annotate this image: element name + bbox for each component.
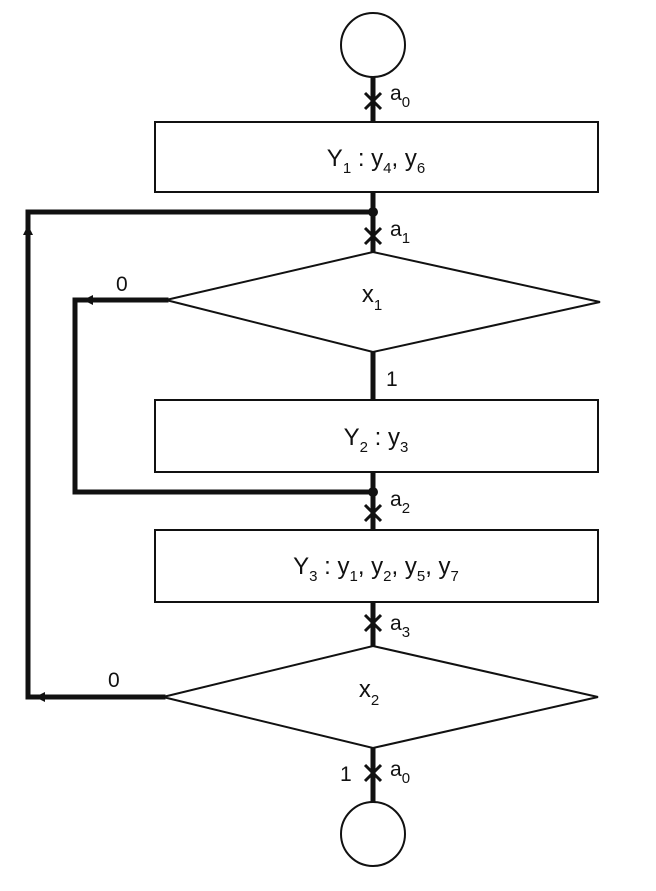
op1-signal-sub: 6 (417, 160, 425, 177)
state-mark-mid2-label: a2 (390, 488, 410, 517)
state-mark-top (363, 91, 383, 111)
condition-1-label: x1 (362, 281, 382, 314)
state-mark-mid2 (363, 503, 383, 523)
operator-block-3 (154, 529, 599, 603)
op3-comma: , (392, 553, 405, 580)
op3-signal: y (371, 553, 383, 580)
op2-signal: y (388, 424, 400, 451)
cond1-true-label: 1 (386, 368, 398, 391)
op3-signal-sub: 1 (349, 568, 357, 585)
operator-block-1-label: Y1 : y4, y6 (327, 145, 425, 177)
op1-name-sub: 1 (343, 160, 351, 177)
op1-name: Y (327, 145, 343, 172)
op3-separator: : (317, 553, 337, 580)
op1-comma: , (392, 145, 405, 172)
op2-name-sub: 2 (360, 439, 368, 456)
condition-diamond-1 (165, 250, 601, 354)
op3-signal: y (337, 553, 349, 580)
cond1-var: x (362, 281, 374, 308)
cond2-sub: 2 (371, 692, 379, 709)
op3-signal: y (439, 553, 451, 580)
operator-block-1 (154, 121, 599, 193)
op3-name: Y (293, 553, 309, 580)
op3-signal-sub: 7 (451, 568, 459, 585)
cond1-sub: 1 (374, 297, 382, 314)
state-mark-top-label: a0 (390, 82, 410, 111)
cond2-true-label: 1 (340, 763, 352, 786)
op3-name-sub: 3 (309, 568, 317, 585)
state-mark-mid1-label: a1 (390, 218, 410, 247)
state-mark-mid3 (363, 613, 383, 633)
op3-signal-sub: 5 (417, 568, 425, 585)
cond1-false-label: 0 (116, 273, 128, 296)
operator-block-2 (154, 399, 599, 473)
op3-comma: , (358, 553, 371, 580)
op1-signal: y (371, 145, 383, 172)
state-sub: 3 (402, 624, 410, 641)
op2-signal-sub: 3 (400, 439, 408, 456)
operator-block-2-label: Y2 : y3 (344, 424, 409, 456)
op1-signal: y (405, 145, 417, 172)
junction-dot (368, 207, 378, 217)
start-terminal (340, 12, 406, 78)
state-sub: 2 (402, 500, 410, 517)
state-mark-bottom-label: a0 (390, 758, 410, 787)
state-var: a (390, 218, 402, 241)
condition-2-label: x2 (359, 676, 379, 709)
condition-diamond-2 (162, 644, 599, 750)
state-mark-bottom (363, 763, 383, 783)
state-sub: 1 (402, 230, 410, 247)
state-sub: 0 (402, 94, 410, 111)
op1-separator: : (351, 145, 371, 172)
state-var: a (390, 758, 402, 781)
op2-separator: : (368, 424, 388, 451)
op2-name: Y (344, 424, 360, 451)
cond2-var: x (359, 676, 371, 703)
state-mark-mid3-label: a3 (390, 612, 410, 641)
state-var: a (390, 612, 402, 635)
state-mark-mid1 (363, 226, 383, 246)
state-var: a (390, 488, 402, 511)
state-sub: 0 (402, 770, 410, 787)
operator-block-3-label: Y3 : y1, y2, y5, y7 (293, 553, 459, 585)
cond2-false-label: 0 (108, 669, 120, 692)
state-var: a (390, 82, 402, 105)
op3-signal-sub: 2 (383, 568, 391, 585)
op3-comma: , (425, 553, 438, 580)
junction-dot (368, 487, 378, 497)
op1-signal-sub: 4 (383, 160, 391, 177)
end-terminal (340, 801, 406, 867)
op3-signal: y (405, 553, 417, 580)
